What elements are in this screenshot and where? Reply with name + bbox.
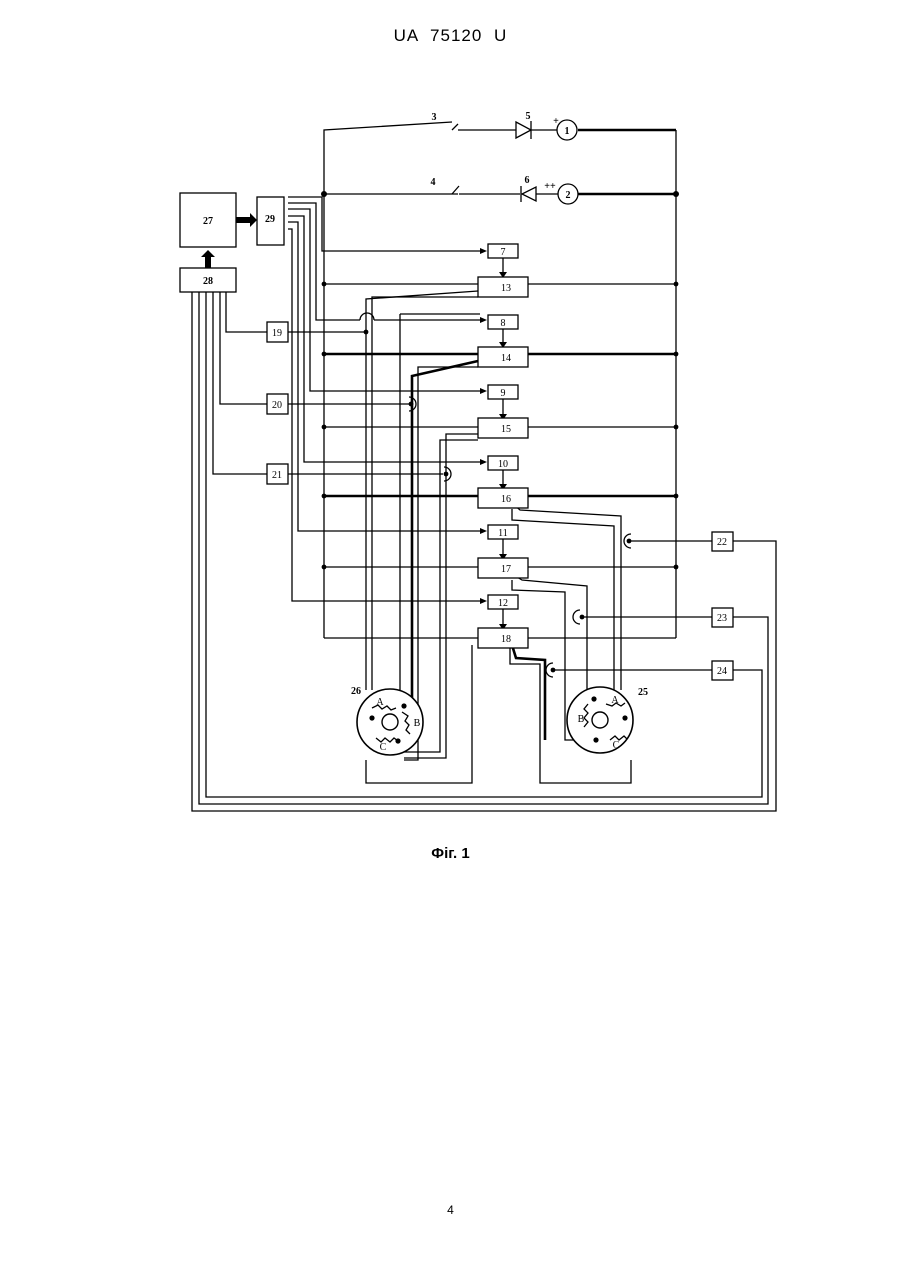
plus-sign: + [553,116,559,127]
label-11: 11 [498,528,508,539]
label-25: 25 [638,687,648,698]
control-lines [288,197,487,604]
label-29: 29 [265,214,275,225]
figure-caption: Фіг. 1 [0,845,901,862]
sensor-feedback-lines [192,292,776,811]
label-6: 6 [525,175,530,186]
label-1: 1 [565,126,570,137]
plusplus-sign: ++ [544,181,556,192]
page-number: 4 [0,1203,901,1217]
label-5: 5 [526,111,531,122]
sensor-blocks-left [267,322,451,484]
motor-25-phase-b: B [578,714,585,725]
label-13: 13 [501,283,511,294]
label-12: 12 [498,598,508,609]
label-19: 19 [272,328,282,339]
label-18: 18 [501,634,511,645]
label-17: 17 [501,564,511,575]
label-10: 10 [498,459,508,470]
motor-26-phase-b: B [414,718,421,729]
label-7: 7 [501,247,506,258]
label-26: 26 [351,686,361,697]
switch-3 [452,124,458,130]
label-8: 8 [501,318,506,329]
controller-group [180,193,284,292]
motor-26-phase-a: A [376,697,384,708]
label-27: 27 [203,216,213,227]
label-14: 14 [501,353,511,364]
label-4: 4 [431,177,436,188]
label-15: 15 [501,424,511,435]
motor-25-phase-a: A [611,695,619,706]
label-20: 20 [272,400,282,411]
label-2: 2 [566,190,571,201]
label-21: 21 [272,470,282,481]
label-23: 23 [717,613,727,624]
label-9: 9 [501,388,506,399]
motor-25-phase-c: C [613,740,620,751]
label-28: 28 [203,276,213,287]
motor-26-phase-c: C [380,742,387,753]
diode-5 [516,121,557,139]
label-24: 24 [717,666,727,677]
sensor-blocks-right [546,532,733,680]
label-16: 16 [501,494,511,505]
label-22: 22 [717,537,727,548]
label-3: 3 [432,112,437,123]
